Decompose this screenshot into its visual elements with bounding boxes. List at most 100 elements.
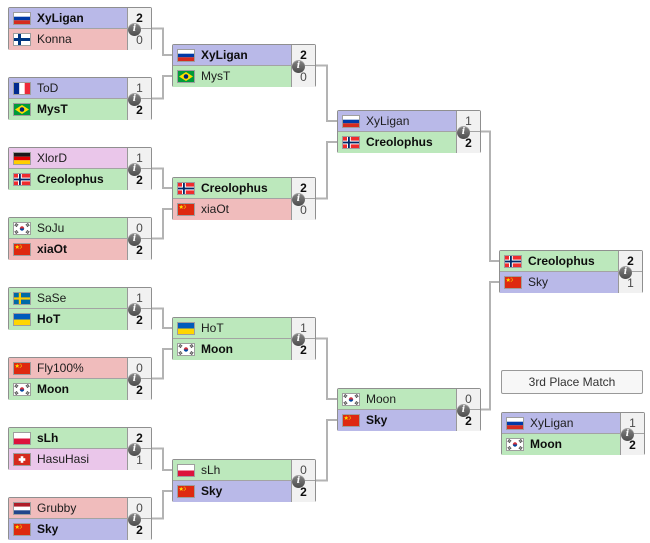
info-icon[interactable]: i [292,60,305,73]
player-name[interactable]: Fly100% [37,361,84,375]
player-row[interactable]: XyLigan 2 [173,45,315,66]
player-row[interactable]: sLh 2 [9,428,151,449]
player-row[interactable]: MysT 2 [9,99,151,120]
match-final: Creolophus 2 Sky 1 i [499,250,643,293]
player-name[interactable]: Creolophus [366,136,433,149]
info-icon[interactable]: i [292,475,305,488]
player-row[interactable]: MysT 0 [173,66,315,87]
player-name[interactable]: ToD [37,81,59,95]
flag-no-icon [504,254,522,268]
player-name[interactable]: Konna [37,33,72,46]
info-icon[interactable]: i [128,443,141,456]
info-icon[interactable]: i [128,373,141,386]
player-name[interactable]: HoT [37,313,61,326]
player-name[interactable]: Moon [530,438,562,451]
match-r1m6: Fly100% 0 Moon 2 i [8,357,152,400]
flag-fr-icon [13,81,31,95]
info-icon[interactable]: i [128,93,141,106]
flag-no-icon [342,136,360,149]
match-sf1: XyLigan 1 Creolophus 2 i [337,110,481,153]
match-r1m7: sLh 2 HasuHasi 1 i [8,427,152,470]
flag-cn-icon [177,485,195,498]
player-name[interactable]: HasuHasi [37,453,90,466]
player-name[interactable]: SaSe [37,291,67,305]
flag-kr-icon [506,438,524,451]
player-name[interactable]: Moon [366,392,397,406]
info-icon[interactable]: i [621,428,634,441]
info-icon[interactable]: i [128,513,141,526]
player-name[interactable]: sLh [201,463,221,477]
player-name[interactable]: sLh [37,431,59,445]
player-name[interactable]: Moon [37,383,69,396]
flag-cn-icon [504,276,522,289]
player-row[interactable]: Fly100% 0 [9,358,151,379]
flag-ua-icon [13,313,31,326]
flag-kr-icon [13,383,31,396]
player-name[interactable]: Creolophus [201,181,268,195]
player-name[interactable]: MysT [37,103,68,116]
flag-ru-icon [506,416,524,430]
player-name[interactable]: Creolophus [37,173,104,186]
flag-cn-icon [342,414,360,427]
flag-pl-icon [177,463,195,477]
match-r2m2: Creolophus 2 xiaOt 0 i [172,177,316,220]
player-name[interactable]: HoT [201,321,224,335]
flag-kr-icon [342,392,360,406]
flag-br-icon [177,70,195,83]
player-name[interactable]: xiaOt [37,243,68,256]
player-name[interactable]: Sky [366,414,388,427]
player-row[interactable]: ToD 1 [9,78,151,99]
player-name[interactable]: Grubby [37,501,77,515]
flag-no-icon [177,181,195,195]
player-row[interactable]: sLh 0 [173,460,315,481]
flag-nl-icon [13,501,31,515]
player-name[interactable]: XyLigan [37,11,84,25]
info-icon[interactable]: i [619,266,632,279]
player-row[interactable]: Sky 2 [338,410,480,431]
player-row[interactable]: Grubby 0 [9,498,151,519]
player-name[interactable]: XyLigan [201,48,248,62]
player-row[interactable]: SaSe 1 [9,288,151,309]
third-place-header: 3rd Place Match [501,370,643,394]
match-third: XyLigan 1 Moon 2 i [501,412,645,455]
player-name[interactable]: Sky [37,523,59,536]
player-name[interactable]: Sky [201,485,223,498]
match-r1m8: Grubby 0 Sky 2 i [8,497,152,540]
player-row[interactable]: Creolophus 2 [500,251,642,272]
match-r2m4: sLh 0 Sky 2 i [172,459,316,502]
player-name[interactable]: xiaOt [201,203,230,216]
player-name[interactable]: Moon [201,343,233,356]
info-icon[interactable]: i [292,193,305,206]
info-icon[interactable]: i [292,333,305,346]
player-row[interactable]: SoJu 0 [9,218,151,239]
flag-se-icon [13,291,31,305]
info-icon[interactable]: i [128,303,141,316]
player-name[interactable]: MysT [201,70,231,83]
flag-cn-icon [177,203,195,216]
player-name[interactable]: Sky [528,276,549,289]
flag-no-icon [13,173,31,186]
player-name[interactable]: XyLigan [366,114,410,128]
flag-cn-icon [13,523,31,536]
info-icon[interactable]: i [457,126,470,139]
player-name[interactable]: SoJu [37,221,65,235]
flag-ch-icon [13,453,31,466]
player-row[interactable]: Sky 2 [9,519,151,540]
info-icon[interactable]: i [457,404,470,417]
player-row[interactable]: Sky 1 [500,272,642,293]
info-icon[interactable]: i [128,233,141,246]
player-row[interactable]: Konna 0 [9,29,151,50]
info-icon[interactable]: i [128,163,141,176]
player-row[interactable]: Moon 2 [173,339,315,360]
player-row[interactable]: Moon 0 [338,389,480,410]
player-name[interactable]: XlorD [37,151,68,165]
match-r1m5: SaSe 1 HoT 2 i [8,287,152,330]
flag-ru-icon [177,48,195,62]
flag-fi-icon [13,33,31,46]
player-row[interactable]: HoT 2 [9,309,151,330]
flag-ru-icon [13,11,31,25]
player-name[interactable]: XyLigan [530,416,574,430]
player-name[interactable]: Creolophus [528,254,595,268]
info-icon[interactable]: i [128,23,141,36]
